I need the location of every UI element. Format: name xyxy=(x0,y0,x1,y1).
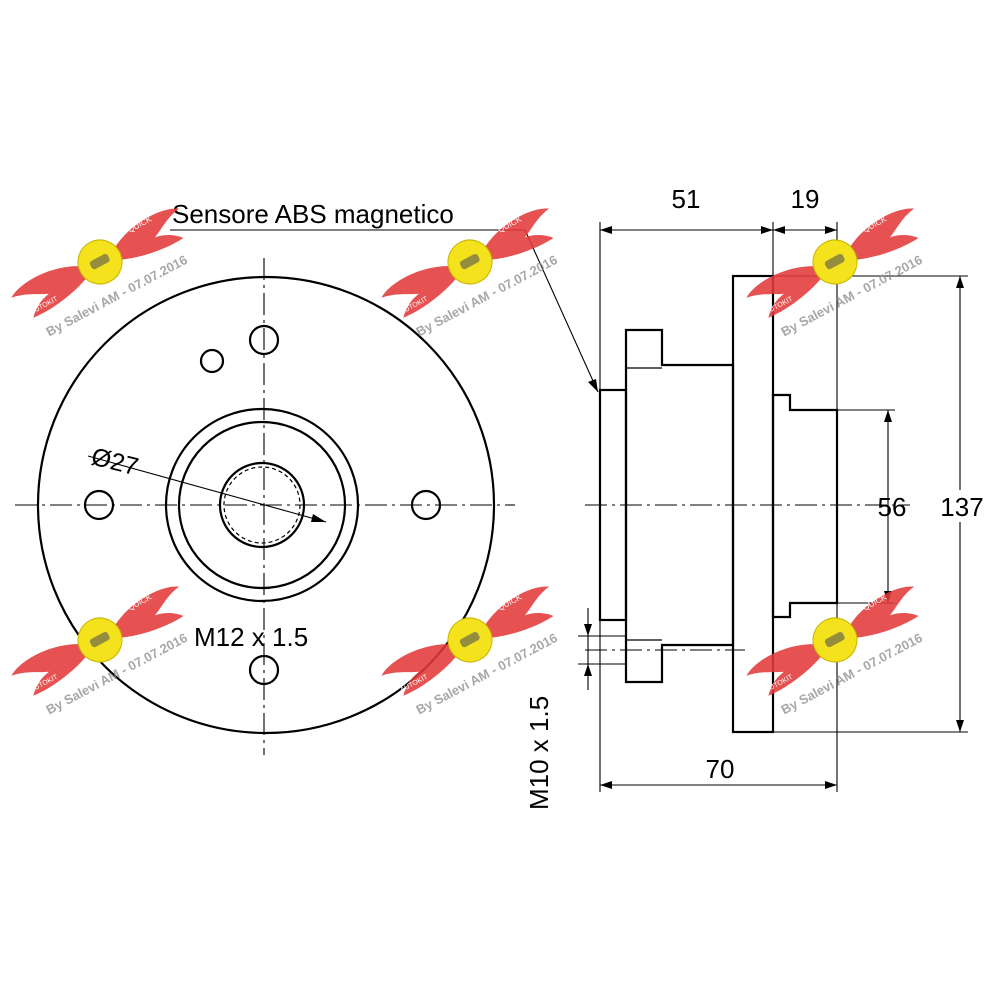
watermark-wing-right xyxy=(484,586,554,638)
watermark-car-icon xyxy=(824,631,845,648)
watermark-car-icon xyxy=(89,631,110,648)
pilot-spigot xyxy=(771,393,839,619)
flange-arrow-top xyxy=(956,276,964,288)
watermark-wing-left xyxy=(11,266,87,318)
flange-width-arrow-left xyxy=(773,226,785,234)
hub-width-arrow-left xyxy=(600,226,612,234)
overall-width-arrow-right xyxy=(825,781,837,789)
abs-sensor-callout: Sensore ABS magnetico xyxy=(170,199,599,393)
watermark-wing-left xyxy=(381,644,457,696)
bolt-thread-label: M10 x 1.5 xyxy=(524,696,554,810)
side-view: M10 x 1.5 51 19 70 56 137 xyxy=(524,184,990,810)
watermark-wing-right xyxy=(484,208,554,260)
watermark-wing-right xyxy=(114,586,184,638)
overall-width-arrow-left xyxy=(600,781,612,789)
abs-sensor-label: Sensore ABS magnetico xyxy=(172,199,454,229)
flange-diameter-value: 137 xyxy=(940,492,983,522)
watermark-wing-left xyxy=(746,644,822,696)
watermark-wing-right xyxy=(849,586,919,638)
stud-thread-label: M12 x 1.5 xyxy=(194,622,308,652)
locating-hole xyxy=(199,348,225,374)
bore-diameter-leader xyxy=(87,455,327,523)
bore-diameter-arrow xyxy=(311,514,326,522)
abs-sensor-arrow xyxy=(588,379,598,392)
flange-arrow-bottom xyxy=(956,720,964,732)
bolt-thread-arrow-bottom xyxy=(584,664,592,676)
overall-width-value: 70 xyxy=(706,754,735,784)
bolt-hole-top xyxy=(248,324,280,356)
bolt-thread-arrow-top xyxy=(584,624,592,636)
watermark-wing-left xyxy=(746,266,822,318)
abs-sensor-leader xyxy=(524,229,599,393)
pilot-diameter-value: 56 xyxy=(878,492,907,522)
watermark-car-icon xyxy=(459,253,480,270)
pilot-arrow-top xyxy=(884,410,892,422)
flange-value-background xyxy=(934,490,990,522)
watermark-car-icon xyxy=(824,253,845,270)
flange-outline xyxy=(36,275,496,735)
bore-diameter-label: Ø27 xyxy=(89,443,142,482)
watermark-wing-left xyxy=(11,644,87,696)
flange-width-arrow-right xyxy=(825,226,837,234)
flange-width-value: 19 xyxy=(791,184,820,214)
inner-flange xyxy=(624,328,735,684)
watermark-wing-left xyxy=(381,266,457,318)
watermark-car-icon xyxy=(89,253,110,270)
front-view: Ø27 M12 x 1.5 xyxy=(15,258,515,755)
hub-width-arrow-right xyxy=(761,226,773,234)
watermark-wing-right xyxy=(114,208,184,260)
watermark-car-icon xyxy=(459,631,480,648)
hub-width-value: 51 xyxy=(672,184,701,214)
watermark-wing-right xyxy=(849,208,919,260)
